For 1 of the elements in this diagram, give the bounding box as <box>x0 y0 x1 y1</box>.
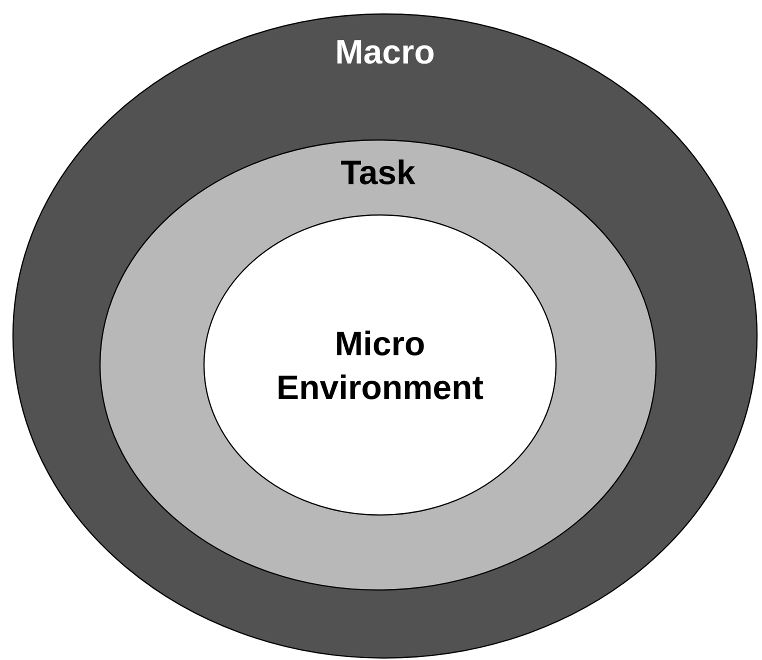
ellipse-band: Micro Environment <box>203 214 557 516</box>
